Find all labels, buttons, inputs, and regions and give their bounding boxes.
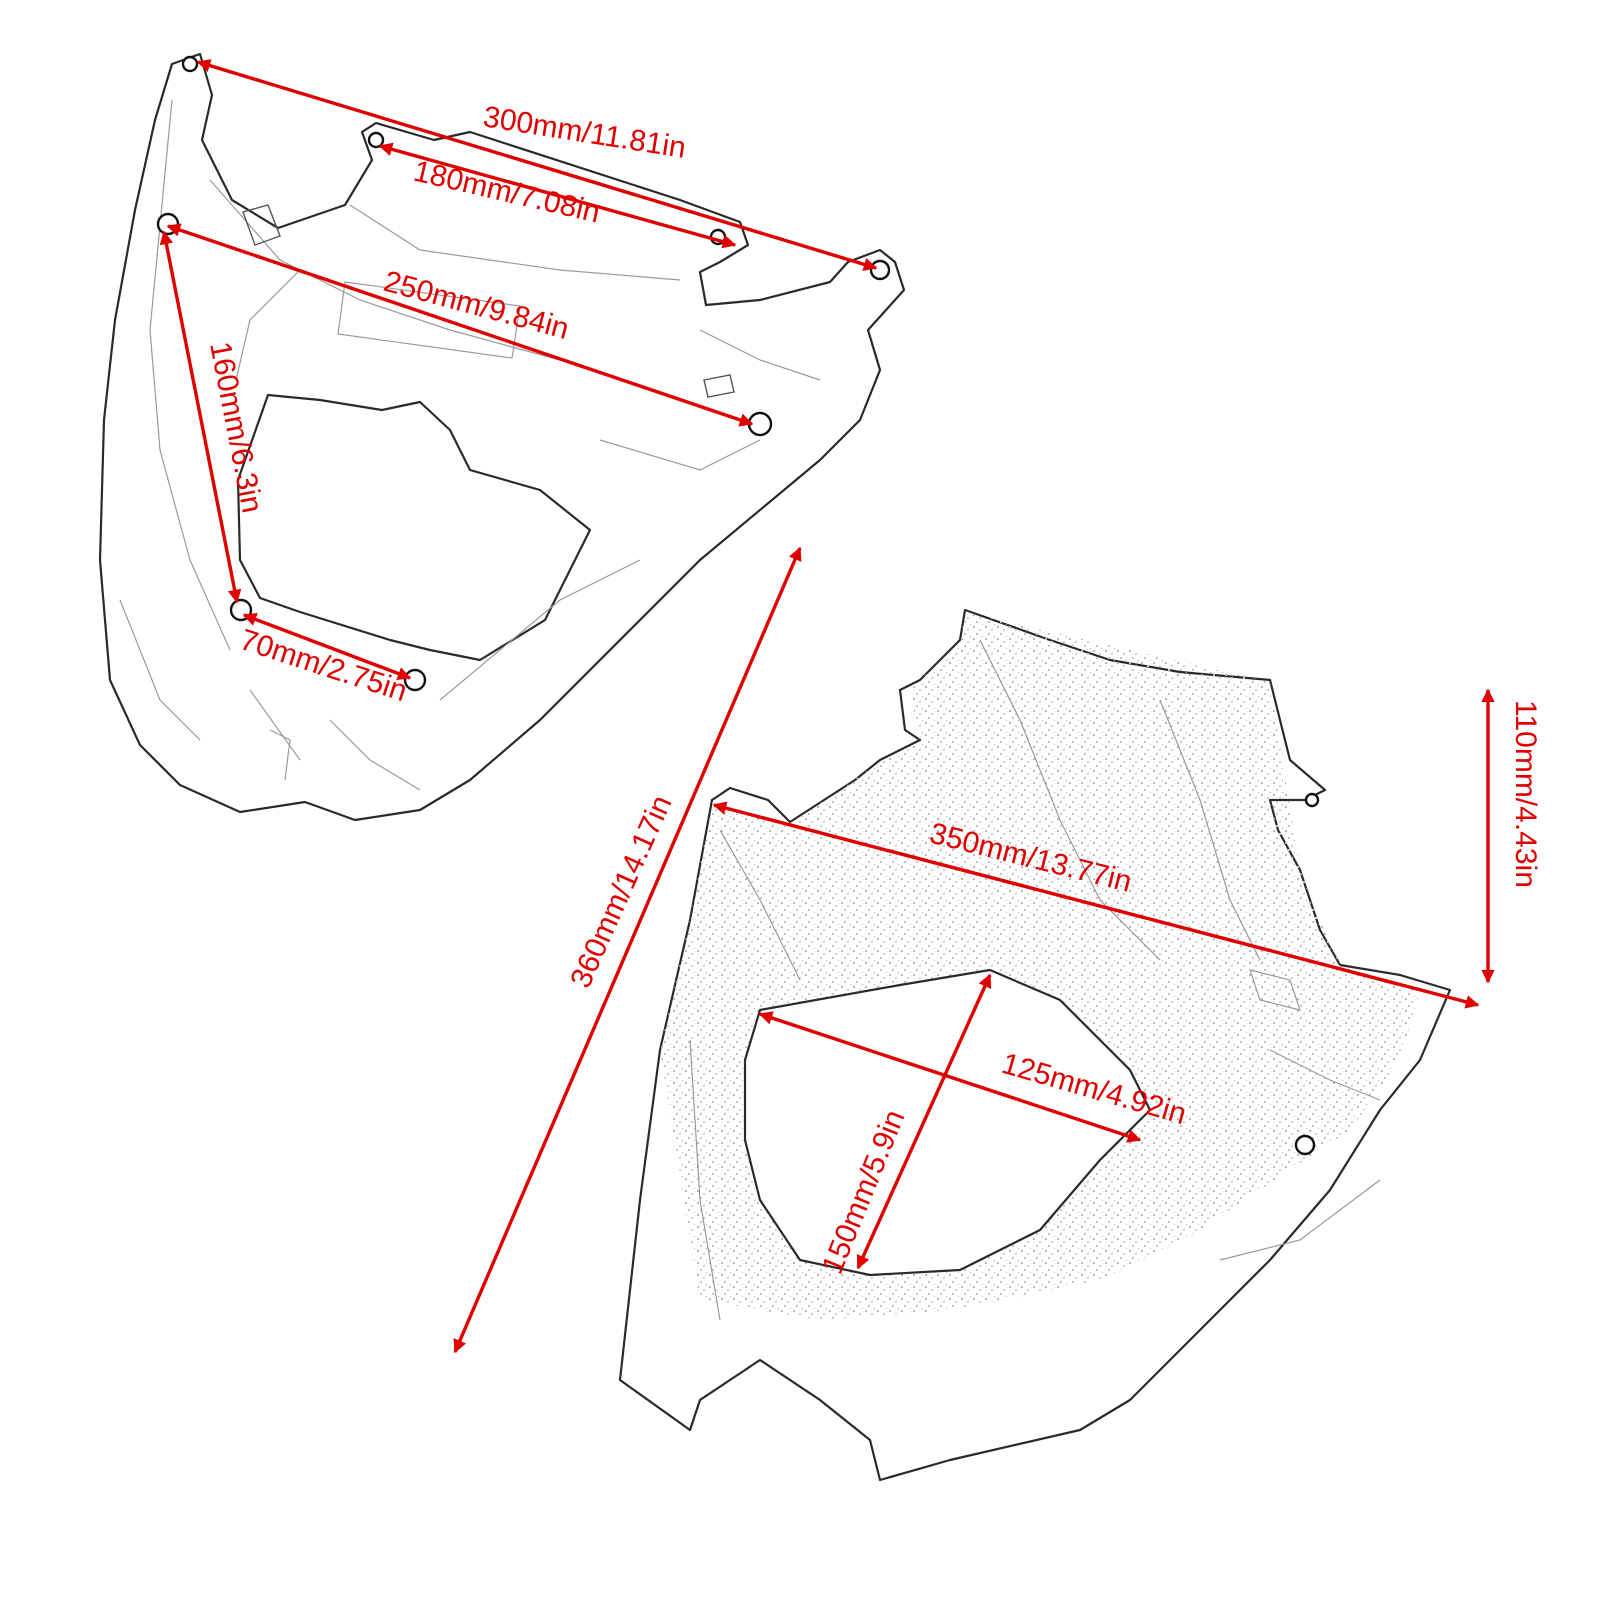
lower-hole-tab: [1304, 792, 1320, 808]
upper-hole-top-right: [869, 259, 891, 281]
label-edge-height: 110mm/4.43in: [1509, 700, 1542, 888]
upper-hole-top-left: [181, 55, 199, 73]
dim-line-hole-span: [166, 223, 754, 427]
upper-fairing-outline: [98, 52, 906, 822]
dim-line-overall-length: [453, 546, 802, 1354]
lower-fairing-part: [618, 608, 1452, 1482]
dim-line-opening-height: [856, 973, 992, 1270]
upper-fairing-part: [98, 52, 906, 822]
dimension-lines: [159, 59, 1495, 1354]
dim-line-full-width: [712, 801, 1480, 1009]
upper-hole-mid-left: [156, 212, 180, 236]
upper-hole-mid-right: [747, 411, 773, 437]
dim-line-bottom-holes: [242, 612, 412, 681]
lower-hole-right: [1294, 1134, 1316, 1156]
dim-line-side-height: [159, 230, 242, 604]
